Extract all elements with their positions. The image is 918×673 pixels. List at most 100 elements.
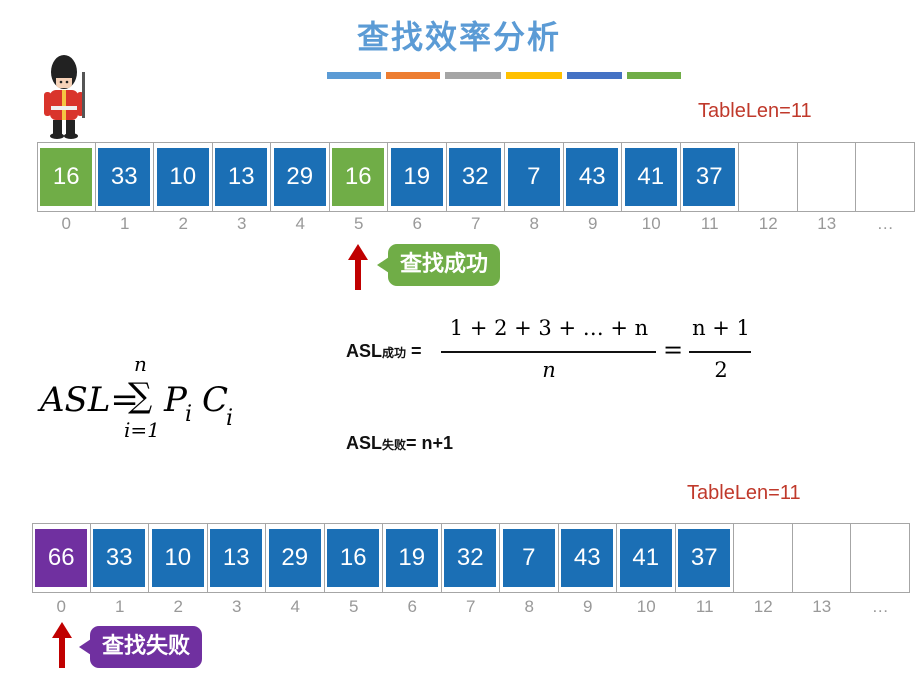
bottom-array-cell-value: 7 [502,529,555,587]
bottom-array-cell: 10 [149,523,208,593]
color-bar-5 [567,72,622,79]
top-array-index-label: … [876,214,894,233]
asl-fail-subscript: 失败 [382,438,407,452]
bottom-array-index-label: 10 [636,597,656,616]
bottom-array-cell: 32 [441,523,500,593]
asl-fail-rhs: = n+1 [406,433,454,453]
fraction-bar-1 [441,351,656,353]
top-array-index-label: 12 [758,214,778,233]
asl-p: P [164,380,187,420]
bottom-array-index-label: 2 [173,597,183,616]
bottom-array-cell-value: 32 [444,529,497,587]
asl-success-equals: = [406,341,422,361]
bottom-array-cell: 29 [266,523,325,593]
asl-success-label: ASL成功 = [346,341,422,362]
asl-general-lhs: ASL= [40,380,139,420]
color-bar-3 [445,72,501,79]
top-array-cell [739,142,798,212]
bottom-array-index-label: 7 [466,597,476,616]
top-array-cell: 19 [388,142,447,212]
bottom-array-index-label: … [871,597,889,616]
asl-fail-lhs: ASL [346,433,382,453]
top-array-cell-value: 10 [156,148,209,206]
bottom-array-cell-value: 33 [93,529,146,587]
top-array-cell [856,142,915,212]
color-bar-1 [327,72,381,79]
top-array-cell: 41 [622,142,681,212]
bottom-array-index-label: 12 [753,597,773,616]
bottom-array-cell: 43 [558,523,617,593]
bottom-array-index-label: 11 [695,597,714,616]
asl-success-denominator-2: 2 [714,358,728,382]
bottom-array-cell: 13 [207,523,266,593]
bottom-array-cell: 37 [675,523,734,593]
bottom-array-cell-value: 19 [385,529,438,587]
bottom-array-cell-value: 29 [268,529,321,587]
asl-success-lhs: ASL [346,341,382,361]
top-array-cell-value: 37 [683,148,736,206]
top-array-cell-value: 19 [390,148,443,206]
top-array-index-label: 8 [529,214,539,233]
top-array-index-label: 0 [61,214,71,233]
top-array-index-label: 6 [412,214,422,233]
bottom-array-cell: 41 [617,523,676,593]
top-array-cell-value: 7 [507,148,560,206]
bottom-array-cell [734,523,793,593]
bottom-array-cell-value: 43 [561,529,614,587]
asl-success-equals-2: = [663,336,684,364]
top-array-index-label: 4 [295,214,305,233]
top-array-cell-value: 13 [215,148,268,206]
top-array-cell-value: 16 [332,148,385,206]
asl-success-denominator: n [542,358,556,382]
asl-general-formula: ASL= n ∑ i=1 P i C i [40,350,250,450]
top-array-index-label: 10 [641,214,661,233]
bottom-array-index-label: 1 [115,597,125,616]
bottom-array-cell [851,523,910,593]
top-array-cell: 16 [329,142,388,212]
top-array-cell: 13 [212,142,271,212]
top-array-index-label: 9 [588,214,598,233]
bottom-array-cell-value: 41 [619,529,672,587]
bottom-array-cell: 66 [32,523,91,593]
bottom-array-cell-value: 66 [35,529,88,587]
bottom-array-index-label: 5 [349,597,359,616]
top-array-index-label: 2 [178,214,188,233]
top-array-cell: 29 [271,142,330,212]
bottom-array-cell [792,523,851,593]
asl-success-numerator-2: n + 1 [692,316,750,340]
top-array-cell-value: 41 [624,148,677,206]
asl-success-numerator: 1 + 2 + 3 + … + n [449,316,649,340]
bottom-array-cell: 7 [500,523,559,593]
top-array-index-label: 13 [817,214,837,233]
bottom-array-cell-value: 10 [151,529,204,587]
fraction-bar-2 [689,351,751,353]
bottom-array-cell: 19 [383,523,442,593]
callout-search-success: 查找成功 [376,244,501,286]
top-array-cell-value: 16 [40,148,93,206]
top-array-cell: 32 [446,142,505,212]
asl-c-subscript: i [226,406,234,431]
top-array-index-label: 11 [700,214,719,233]
asl-c: C [202,380,229,420]
bottom-array-cell: 16 [324,523,383,593]
top-array-cell [797,142,856,212]
bottom-array-cell: 33 [90,523,149,593]
color-bar-6 [627,72,681,79]
top-array-index-label: 1 [120,214,130,233]
bottom-array-index-label: 6 [407,597,417,616]
top-array-cell: 16 [37,142,96,212]
top-array-cell-value: 43 [566,148,619,206]
bottom-array-index-label: 4 [290,597,300,616]
asl-success-subscript: 成功 [382,346,407,360]
up-arrow-icon [348,244,368,290]
bottom-array-cell-value: 37 [678,529,731,587]
asl-p-subscript: i [185,402,193,427]
callout-search-fail: 查找失败 [78,626,203,668]
color-bar-2 [386,72,440,79]
bottom-array-index-label: 13 [812,597,832,616]
top-array-cell-value: 29 [273,148,326,206]
